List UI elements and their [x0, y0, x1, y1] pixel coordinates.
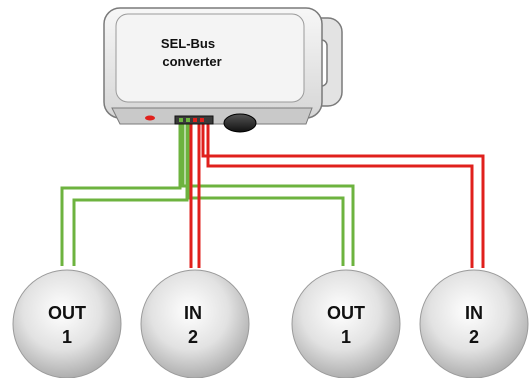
- port-label-line2: 2: [469, 327, 479, 347]
- port-label-line2: 1: [341, 327, 351, 347]
- port-circle: [419, 269, 529, 378]
- terminal-pin: [179, 118, 183, 122]
- port-circle: [12, 269, 122, 378]
- green-wire-left-outer: [60, 120, 182, 266]
- port-in2-left: IN 2: [140, 269, 250, 378]
- device-label-line1: SEL-Bus: [161, 36, 215, 51]
- port-out1-left: OUT 1: [12, 269, 122, 378]
- port-circle: [291, 269, 401, 378]
- terminal-pin: [200, 118, 204, 122]
- port-label-line1: OUT: [327, 303, 365, 323]
- green-wire-right-inner: [188, 120, 345, 266]
- port-label-line1: IN: [465, 303, 483, 323]
- port-label-line1: OUT: [48, 303, 86, 323]
- device-top-face: [115, 13, 305, 103]
- red-wire-in2-right-inner: [206, 120, 474, 268]
- port-label-line1: IN: [184, 303, 202, 323]
- cable-gland: [223, 113, 257, 133]
- port-label-line2: 1: [62, 327, 72, 347]
- port-out1-right: OUT 1: [291, 269, 401, 378]
- port-circle: [140, 269, 250, 378]
- green-wire-left-inner: [72, 120, 189, 266]
- status-led: [145, 115, 155, 121]
- terminal-pin: [186, 118, 190, 122]
- device-label-line2: converter: [162, 54, 221, 69]
- port-in2-right: IN 2: [419, 269, 529, 378]
- wires: [60, 120, 485, 268]
- green-wire-right-outer: [181, 120, 355, 266]
- port-label-line2: 2: [188, 327, 198, 347]
- red-wire-in2-right-outer: [201, 120, 485, 268]
- sel-bus-converter-device: SEL-Bus converter: [103, 7, 343, 133]
- terminal-pin: [193, 118, 197, 122]
